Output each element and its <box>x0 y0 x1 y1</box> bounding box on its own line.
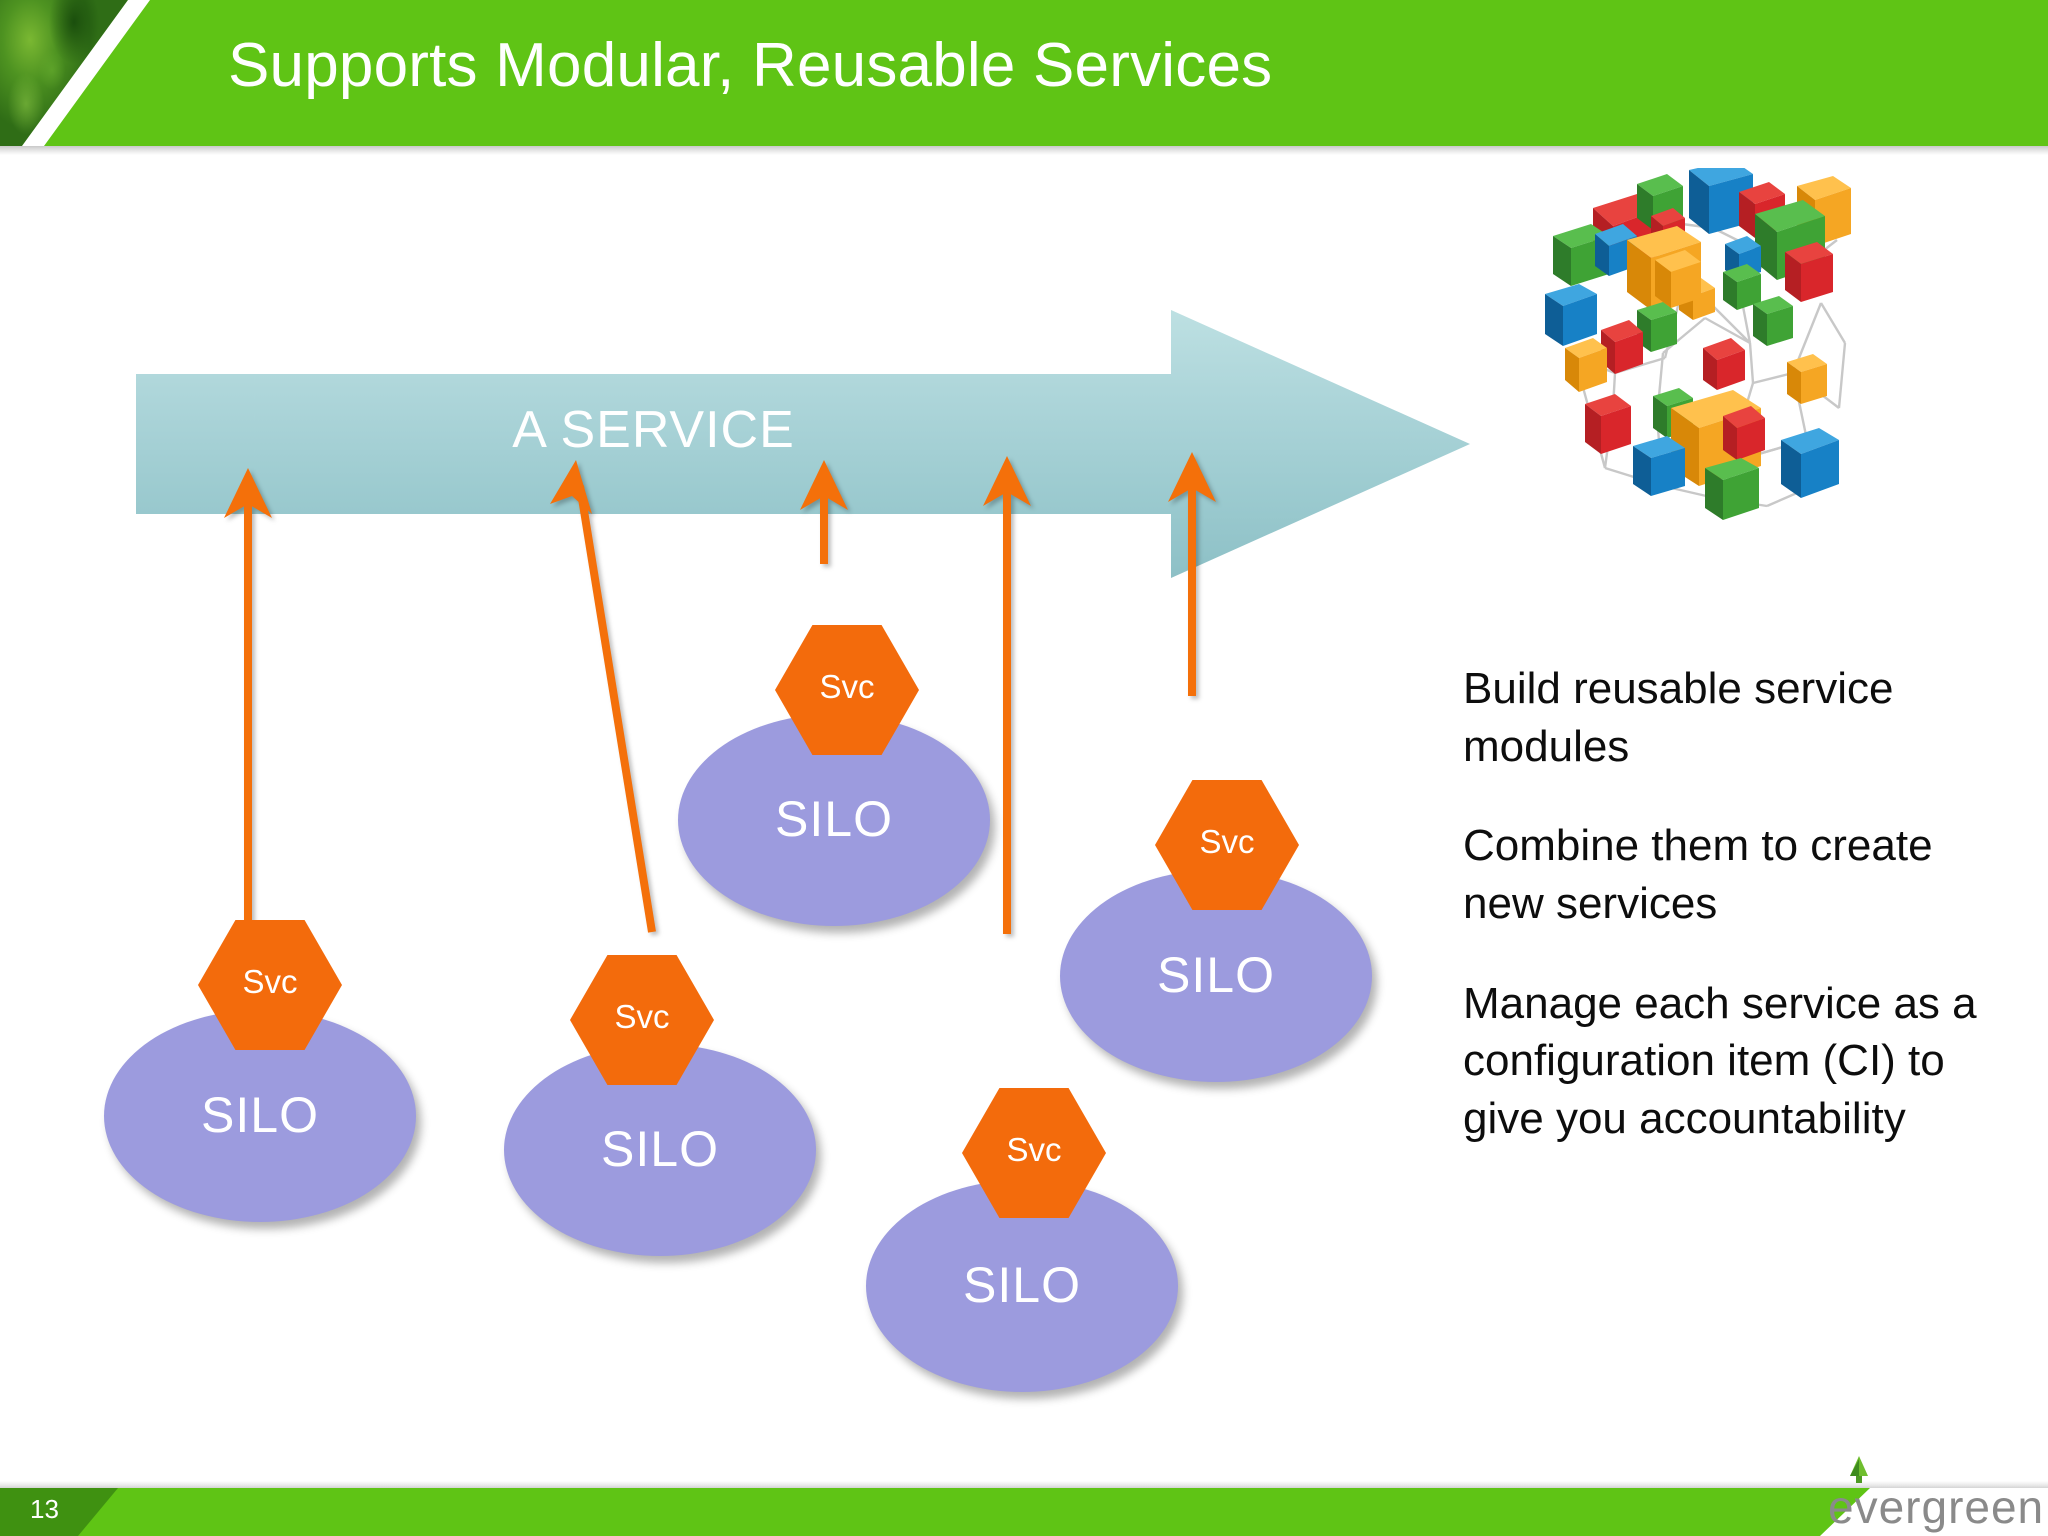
cube-orange-7 <box>1655 250 1701 308</box>
silo-label-2: SILO <box>601 1121 719 1177</box>
cube-orange-5 <box>1787 354 1827 404</box>
page-number: 13 <box>30 1494 59 1524</box>
cube-blue-6 <box>1781 428 1839 498</box>
cube-green-4 <box>1723 264 1761 310</box>
silo-label-1: SILO <box>201 1087 319 1143</box>
svc-label-5: Svc <box>1006 1131 1062 1168</box>
svc-label-3: Svc <box>819 668 875 705</box>
brand-wordmark: evergreen <box>1828 1481 2045 1533</box>
brand-logo: evergreen <box>1776 1454 2043 1533</box>
cube-green-6 <box>1753 296 1793 346</box>
footer-band <box>0 1488 1870 1536</box>
silo-label-5: SILO <box>963 1257 1081 1313</box>
silo-label-3: SILO <box>775 791 893 847</box>
cube-red-6 <box>1703 338 1745 390</box>
bullet-item-1: Build reusable service modules <box>1463 664 1894 771</box>
silo-label-4: SILO <box>1157 947 1275 1003</box>
connector-arrow-1 <box>224 468 272 930</box>
page-title: Supports Modular, Reusable Services <box>228 31 1273 100</box>
header-band <box>0 0 2048 146</box>
cube-blue-4 <box>1545 284 1597 346</box>
cube-red-5 <box>1601 320 1643 374</box>
cube-green-8 <box>1705 458 1759 520</box>
cube-orange-4 <box>1565 338 1607 392</box>
svc-label-1: Svc <box>242 963 298 1000</box>
cube-red-8 <box>1723 406 1765 460</box>
bullet-item-3: Manage each service as a configuration i… <box>1463 978 1977 1143</box>
cube-blue-5 <box>1633 436 1685 496</box>
connected-cubes-network-icon <box>1545 168 1851 520</box>
connector-arrow-3 <box>800 460 848 564</box>
cube-red-7 <box>1585 394 1631 454</box>
connector-arrow-5 <box>1168 452 1216 696</box>
cube-red-4 <box>1785 242 1833 302</box>
bullet-item-2: Combine them to create new services <box>1463 821 1933 928</box>
connector-arrow-2 <box>550 460 656 933</box>
svc-label-2: Svc <box>614 998 670 1035</box>
cube-green-5 <box>1637 302 1677 352</box>
svc-label-4: Svc <box>1199 823 1255 860</box>
header-drop-shadow <box>0 146 2048 155</box>
connector-arrow-4 <box>983 456 1031 934</box>
evergreen-tree-icon <box>1850 1456 1868 1483</box>
bullet-list: Build reusable service modules Combine t… <box>1463 660 2023 1147</box>
service-arrow-label: A SERVICE <box>512 401 795 459</box>
footer-drop-shadow <box>0 1481 2048 1488</box>
